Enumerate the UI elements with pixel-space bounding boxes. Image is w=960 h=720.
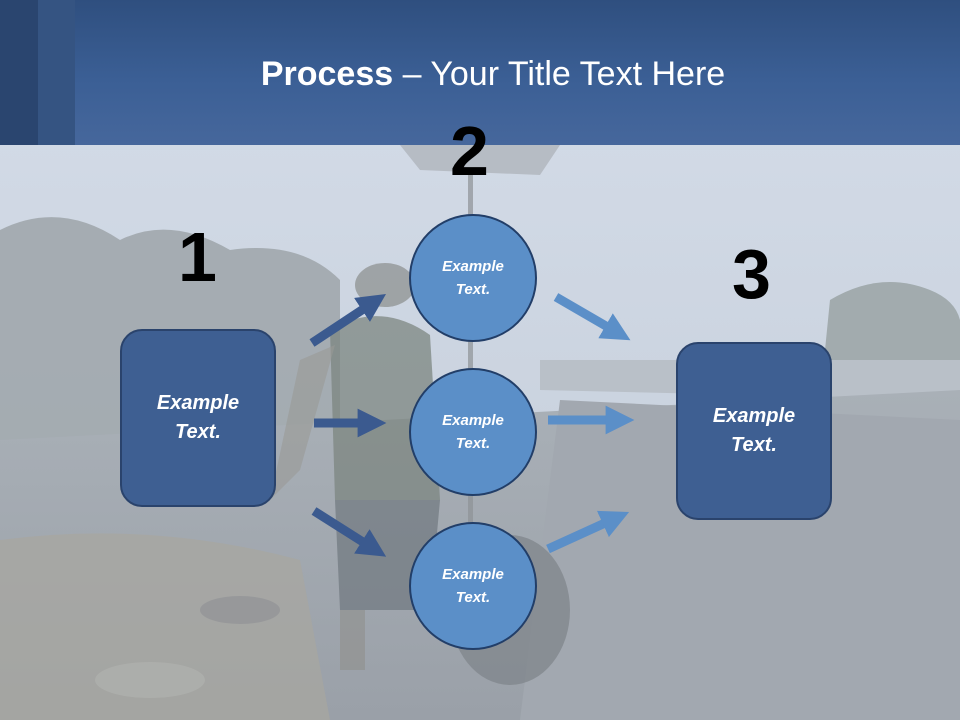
arrow-top-to-3 [553,293,631,341]
step-3-label: Example Text. [712,405,796,456]
title-bold: Process [260,55,394,93]
circle-middle: Example Text. [409,368,537,496]
step-number-3: 3 [732,235,771,313]
slide-title: Process – Your Title Text Here [0,52,960,96]
arrow-bottom-to-3 [546,510,630,554]
circle-bottom-label: Example Text. [442,566,504,606]
step-1-box: Example Text. [120,329,276,507]
title-bar-accent-dark [0,0,38,145]
step-number-2: 2 [450,112,489,190]
step-number-1: 1 [178,218,217,296]
circle-bottom: Example Text. [409,522,537,650]
circle-middle-label: Example Text. [442,412,504,452]
circle-top-label: Example Text. [442,258,504,298]
step-1-label: Example Text. [156,392,240,443]
title-rest: – Your Title Text Here [393,55,726,93]
title-bar [0,0,960,145]
title-bar-accent-light [38,0,75,145]
circle-top: Example Text. [409,214,537,342]
arrow-1-to-top [309,294,387,347]
arrow-1-to-bottom [311,507,387,557]
step-3-box: Example Text. [676,342,832,520]
